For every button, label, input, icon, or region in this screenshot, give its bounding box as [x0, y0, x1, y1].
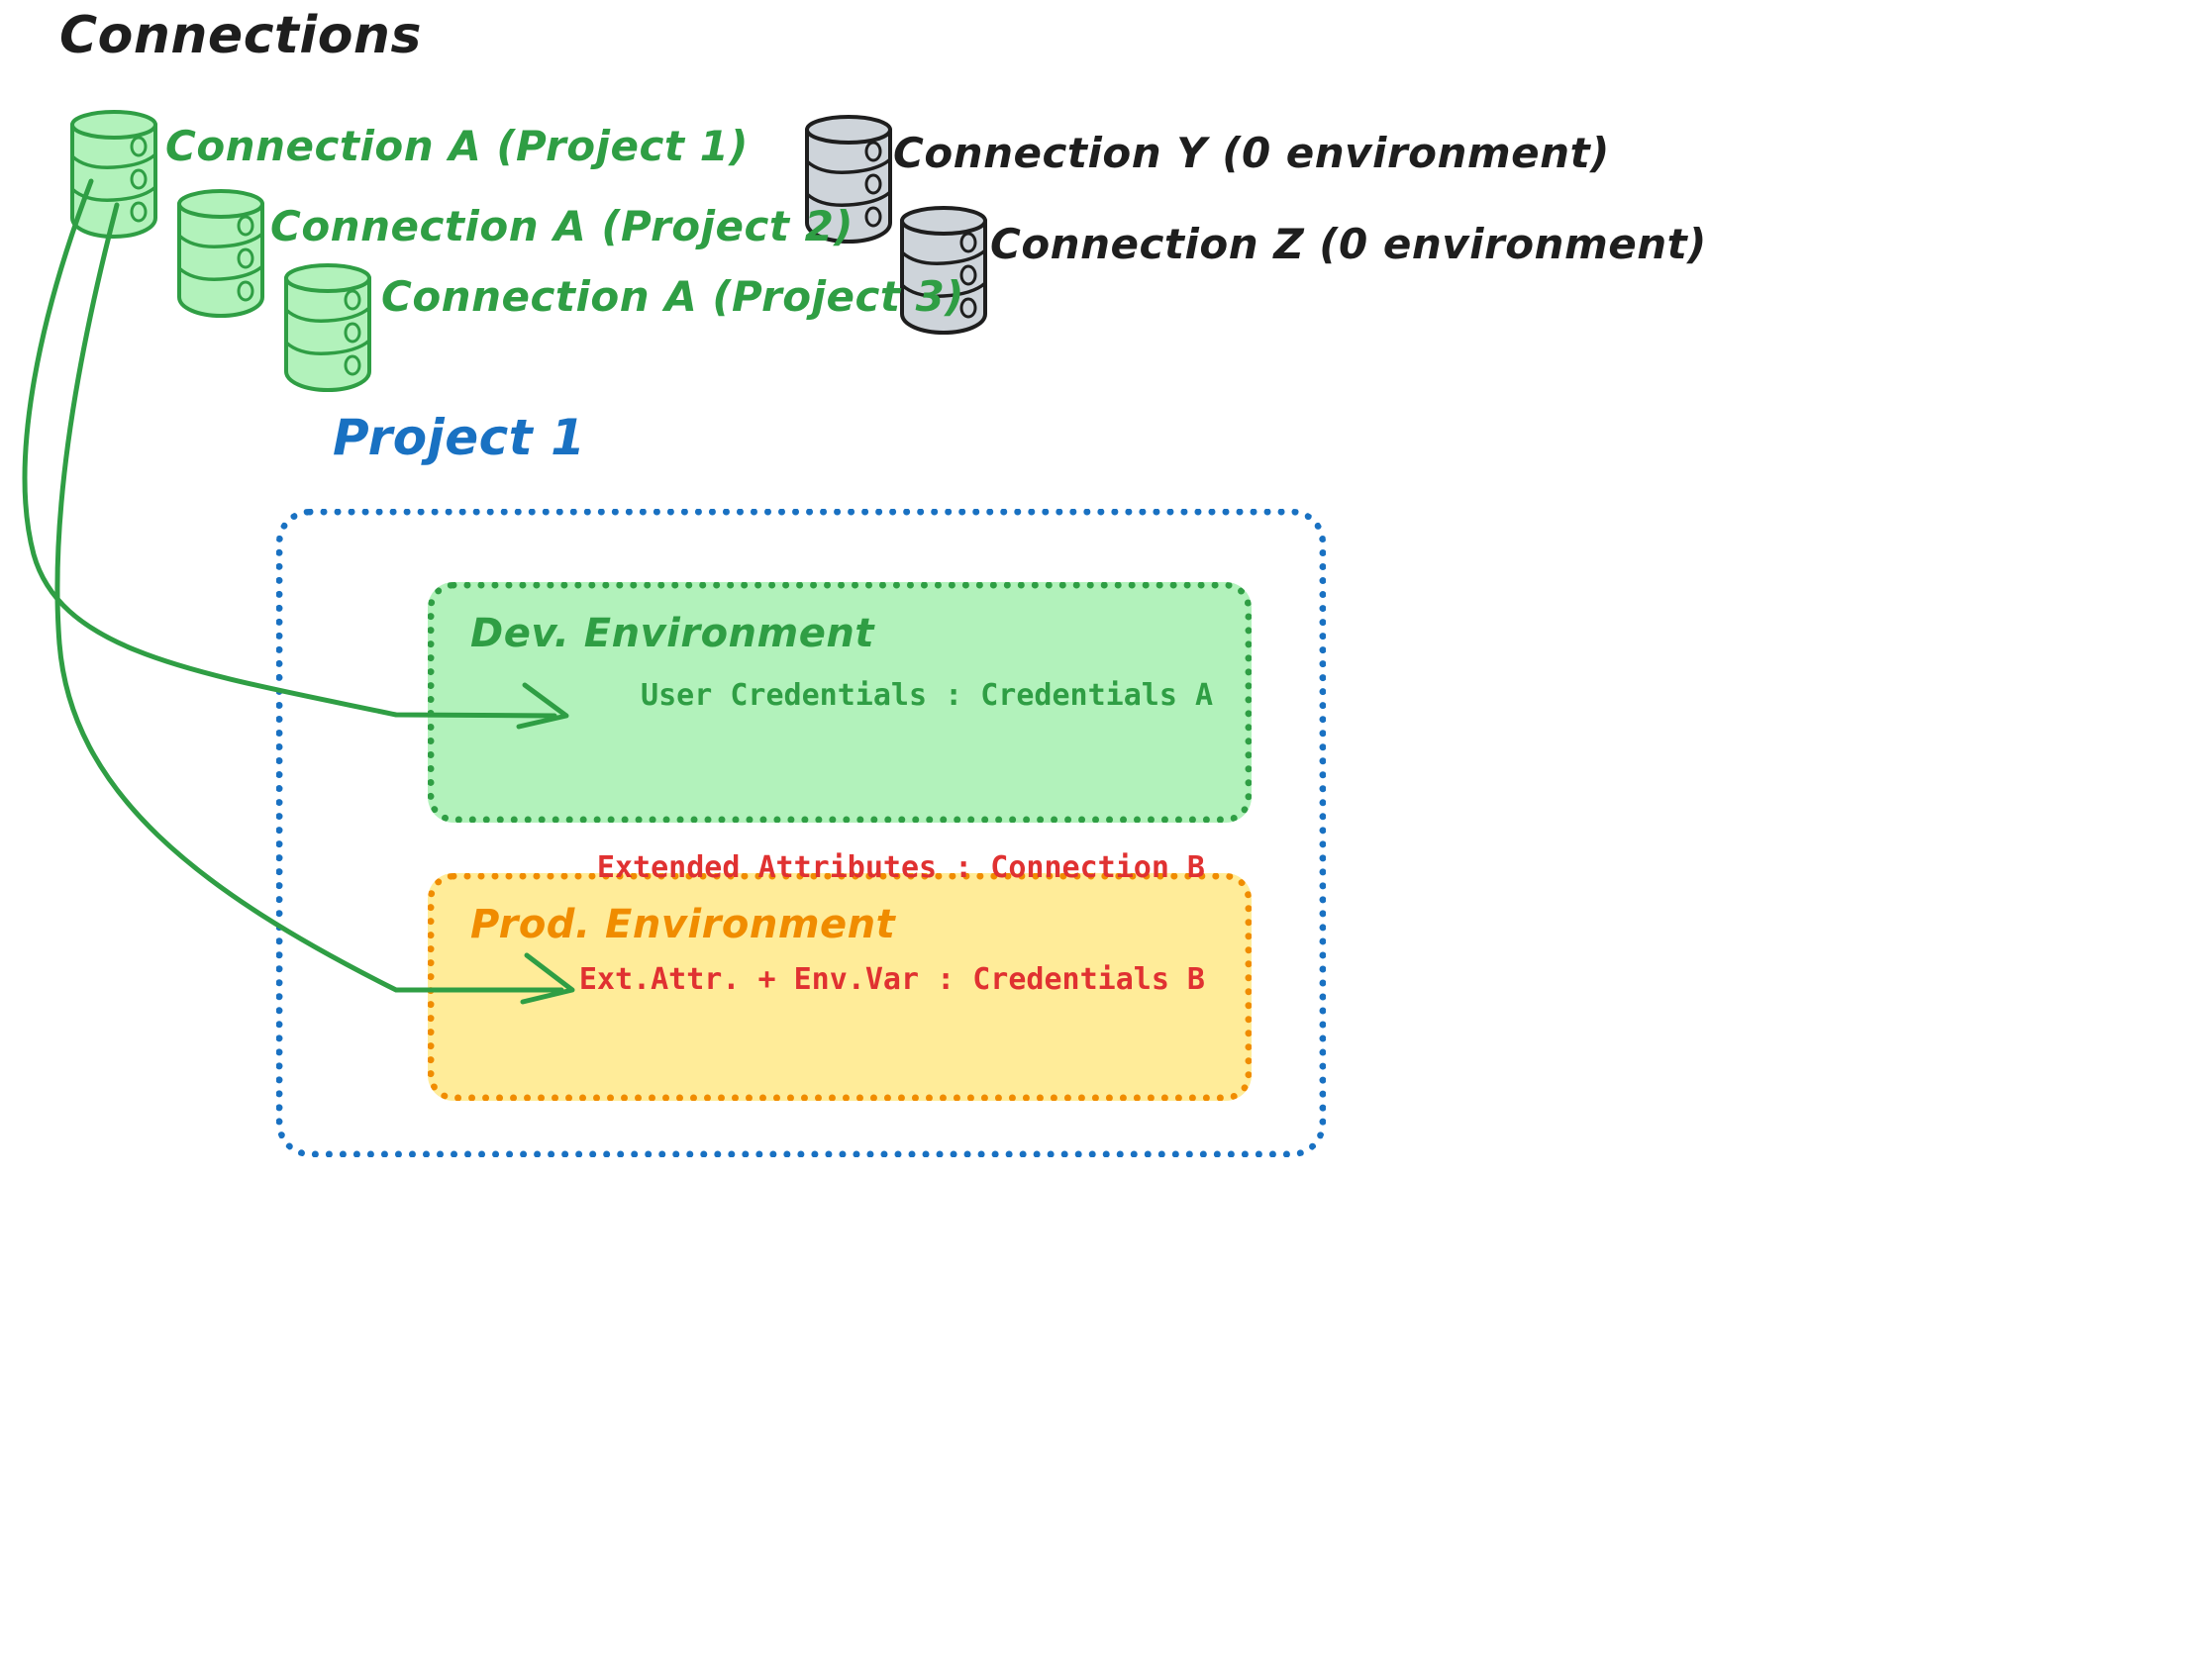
prod-environment-box: Prod. Environment Extended Attributes : …	[428, 850, 1252, 1101]
page-title: Connections	[59, 6, 422, 65]
connection-label-conn-y: Connection Y (0 environment)	[893, 129, 1610, 177]
green-database-icon-2	[177, 189, 264, 319]
prod-attributes-line-1: Extended Attributes : Connection B	[596, 850, 1205, 885]
dev-credentials-line-1: User Credentials : Credentials A	[641, 677, 1213, 713]
project-title: Project 1	[333, 409, 586, 466]
connection-label-conn-a-p2: Connection A (Project 2)	[270, 202, 854, 250]
green-database-icon-1	[70, 110, 157, 240]
green-database-icon-3	[284, 263, 371, 393]
connection-label-conn-a-p3: Connection A (Project 3)	[381, 272, 964, 321]
connection-label-conn-z: Connection Z (0 environment)	[990, 220, 1707, 268]
prod-environment-attributes: Extended Attributes : Connection B Ext.A…	[579, 775, 1205, 1072]
dev-environment-credentials: User Credentials : Credentials A	[641, 603, 1213, 789]
prod-attributes-line-2: Ext.Attr. + Env.Var : Credentials B	[578, 961, 1205, 997]
connection-label-conn-a-p1: Connection A (Project 1)	[165, 122, 749, 170]
